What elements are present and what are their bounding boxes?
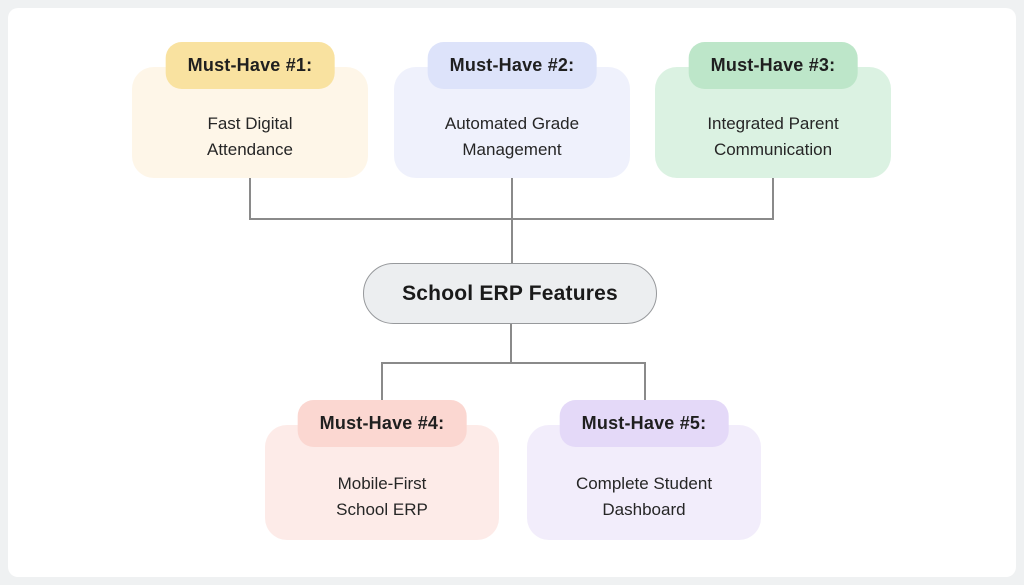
card-must-have-1: Must-Have #1: Fast Digital Attendance	[132, 42, 368, 178]
connector-segment-bottom-horizontal	[381, 362, 646, 364]
card-label: Fast Digital Attendance	[206, 114, 293, 159]
card-badge: Must-Have #4:	[297, 400, 467, 447]
connector-segment-top-right-vertical	[772, 178, 774, 219]
connector-segment-bottom-left-vertical	[381, 362, 383, 403]
card-badge: Must-Have #5:	[559, 400, 729, 447]
card-must-have-3: Must-Have #3: Integrated Parent Communic…	[655, 42, 891, 178]
card-label: Complete Student Dashboard	[575, 474, 713, 519]
card-badge: Must-Have #1:	[165, 42, 335, 89]
root-node: School ERP Features	[363, 263, 657, 324]
card-label: Integrated Parent Communication	[707, 114, 839, 159]
card-must-have-5: Must-Have #5: Complete Student Dashboard	[527, 400, 761, 540]
connector-segment-top-center-vertical	[511, 178, 513, 264]
card-label: Mobile-First School ERP	[336, 474, 428, 519]
card-label: Automated Grade Management	[444, 114, 580, 159]
card-must-have-2: Must-Have #2: Automated Grade Management	[394, 42, 630, 178]
connector-segment-top-horizontal	[249, 218, 774, 220]
connector-segment-top-left-vertical	[249, 178, 251, 219]
card-badge: Must-Have #2:	[427, 42, 597, 89]
connector-segment-bottom-right-vertical	[644, 362, 646, 403]
card-badge: Must-Have #3:	[688, 42, 858, 89]
card-must-have-4: Must-Have #4: Mobile-First School ERP	[265, 400, 499, 540]
connector-segment-bottom-center-vertical	[510, 324, 512, 363]
root-node-label: School ERP Features	[402, 281, 618, 305]
